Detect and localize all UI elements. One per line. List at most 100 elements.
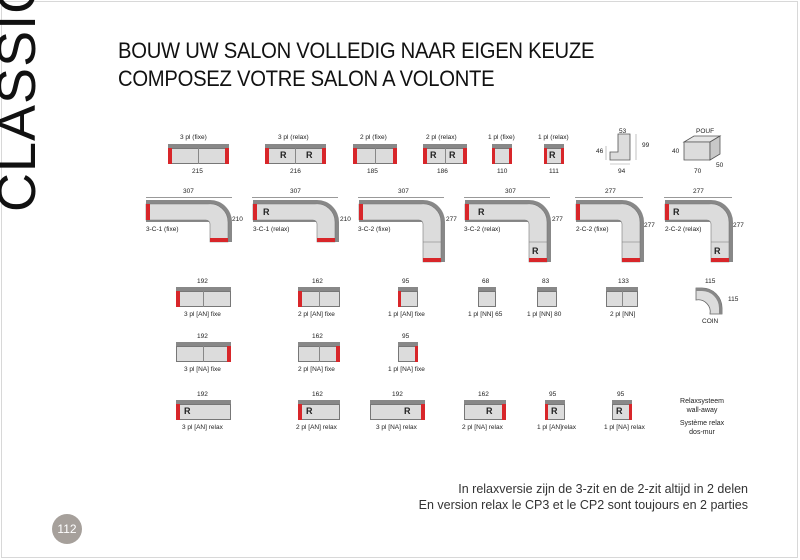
pouf-label: POUF bbox=[696, 128, 715, 135]
relax-mark: R bbox=[280, 150, 287, 160]
pouf-diagram bbox=[682, 135, 722, 161]
coin-w: 115 bbox=[705, 278, 716, 285]
relax-mark: R bbox=[549, 150, 556, 160]
row2-h-2: 277 bbox=[446, 216, 457, 223]
row1-width-5: 111 bbox=[549, 168, 559, 175]
row2-label-1: 3-C-1 (relax) bbox=[253, 226, 290, 233]
row2-h-4: 277 bbox=[644, 222, 655, 229]
row5-label-1: 2 pl [AN] relax bbox=[296, 424, 337, 431]
pouf-depth: 50 bbox=[716, 162, 724, 169]
row2-h-0: 210 bbox=[232, 216, 243, 223]
row1-width-1: 216 bbox=[290, 168, 301, 175]
row4-label-1: 2 pl [NA] fixe bbox=[298, 366, 335, 373]
footer-dutch: In relaxversie zijn de 3-zit en de 2-zit… bbox=[458, 482, 748, 496]
row4-label-0: 3 pl [NA] fixe bbox=[184, 366, 221, 373]
row2-label-4: 2-C-2 (fixe) bbox=[576, 226, 609, 233]
relax-mark: R bbox=[306, 406, 313, 416]
row2-w-2: 307 bbox=[398, 188, 409, 195]
row2-label-2: 3-C-2 (fixe) bbox=[358, 226, 391, 233]
armchair-side-diagram bbox=[605, 133, 637, 165]
armchair-top: 53 bbox=[619, 128, 627, 135]
pouf-width: 70 bbox=[694, 168, 702, 175]
row2-w-5: 277 bbox=[693, 188, 704, 195]
row1-label-4: 1 pl (fixe) bbox=[488, 134, 515, 141]
row4-w-2: 95 bbox=[402, 333, 410, 340]
row5-label-3: 2 pl [NA] relax bbox=[462, 424, 503, 431]
row3-label-1: 2 pl [AN] fixe bbox=[298, 311, 335, 318]
row4-w-1: 162 bbox=[312, 333, 323, 340]
row1-width-0: 215 bbox=[192, 168, 203, 175]
row2-label-3: 3-C-2 (relax) bbox=[464, 226, 501, 233]
row5-w-3: 162 bbox=[478, 391, 489, 398]
row1-label-1: 3 pl (relax) bbox=[278, 134, 309, 141]
row5-label-2: 3 pl [NA] relax bbox=[376, 424, 417, 431]
relax-mark: R bbox=[306, 150, 313, 160]
row3-w-4: 83 bbox=[542, 278, 550, 285]
row1-width-3: 186 bbox=[437, 168, 448, 175]
row2-w-3: 307 bbox=[505, 188, 516, 195]
row2-w-0: 307 bbox=[183, 188, 194, 195]
relax-mark: R bbox=[449, 150, 456, 160]
armchair-depth: 99 bbox=[642, 142, 650, 149]
row5-w-2: 192 bbox=[392, 391, 403, 398]
row1-label-0: 3 pl (fixe) bbox=[180, 134, 207, 141]
armchair-width: 94 bbox=[618, 168, 626, 175]
row3-w-0: 192 bbox=[197, 278, 208, 285]
relax-mark: R bbox=[263, 207, 270, 217]
row5-label-5: 1 pl [NA] relax bbox=[604, 424, 645, 431]
row5-label-0: 3 pl [AN] relax bbox=[182, 424, 223, 431]
relax-mark: R bbox=[714, 246, 721, 256]
row2-h-1: 210 bbox=[340, 216, 351, 223]
coin-label: COIN bbox=[702, 318, 719, 325]
coin-h: 115 bbox=[728, 296, 739, 303]
relax-mark: R bbox=[430, 150, 437, 160]
row1-label-3: 2 pl (relax) bbox=[426, 134, 457, 141]
relax-note-nl1: Relaxsysteem bbox=[680, 398, 724, 405]
row4-label-2: 1 pl [NA] fixe bbox=[388, 366, 425, 373]
row2-label-0: 3-C-1 (fixe) bbox=[146, 226, 179, 233]
relax-mark: R bbox=[551, 406, 558, 416]
relax-note-fr2: dos-mur bbox=[689, 429, 715, 436]
row1-label-2: 2 pl (fixe) bbox=[360, 134, 387, 141]
brand-title: CLASSIC bbox=[0, 0, 47, 212]
row2-w-4: 277 bbox=[605, 188, 616, 195]
relax-mark: R bbox=[532, 246, 539, 256]
row3-label-2: 1 pl [AN] fixe bbox=[388, 311, 425, 318]
row2-label-5: 2-C-2 (relax) bbox=[665, 226, 702, 233]
page-number-badge: 112 bbox=[52, 514, 82, 544]
row2-w-1: 307 bbox=[290, 188, 301, 195]
row4-w-0: 192 bbox=[197, 333, 208, 340]
row5-w-5: 95 bbox=[617, 391, 625, 398]
footer-french: En version relax le CP3 et le CP2 sont t… bbox=[418, 498, 748, 512]
title-dutch: BOUW UW SALON VOLLEDIG NAAR EIGEN KEUZE bbox=[118, 38, 595, 63]
row3-w-1: 162 bbox=[312, 278, 323, 285]
row3-label-3: 1 pl [NN] 65 bbox=[468, 311, 503, 318]
row1-width-2: 185 bbox=[367, 168, 378, 175]
row3-w-5: 133 bbox=[618, 278, 629, 285]
row5-w-0: 192 bbox=[197, 391, 208, 398]
relax-mark: R bbox=[486, 406, 493, 416]
relax-mark: R bbox=[478, 207, 485, 217]
coin-diagram bbox=[695, 287, 723, 315]
row3-label-5: 2 pl [NN] bbox=[610, 311, 636, 318]
row2-h-5: 277 bbox=[733, 222, 744, 229]
row1-width-4: 110 bbox=[497, 168, 508, 175]
row3-w-2: 95 bbox=[402, 278, 410, 285]
relax-note-nl2: wall-away bbox=[686, 407, 718, 414]
row5-w-4: 95 bbox=[549, 391, 557, 398]
relax-mark: R bbox=[616, 406, 623, 416]
pouf-height: 40 bbox=[672, 148, 680, 155]
relax-mark: R bbox=[673, 207, 680, 217]
row2-h-3: 277 bbox=[552, 216, 563, 223]
relax-note-fr1: Système relax bbox=[679, 420, 725, 427]
row3-w-3: 68 bbox=[482, 278, 490, 285]
row3-label-4: 1 pl [NN] 80 bbox=[527, 311, 562, 318]
title-french: COMPOSEZ VOTRE SALON A VOLONTE bbox=[118, 66, 495, 91]
relax-mark: R bbox=[404, 406, 411, 416]
armchair-height: 46 bbox=[596, 148, 604, 155]
row3-label-0: 3 pl [AN] fixe bbox=[184, 311, 221, 318]
row5-w-1: 162 bbox=[312, 391, 323, 398]
relax-mark: R bbox=[184, 406, 191, 416]
row1-label-5: 1 pl (relax) bbox=[538, 134, 569, 141]
